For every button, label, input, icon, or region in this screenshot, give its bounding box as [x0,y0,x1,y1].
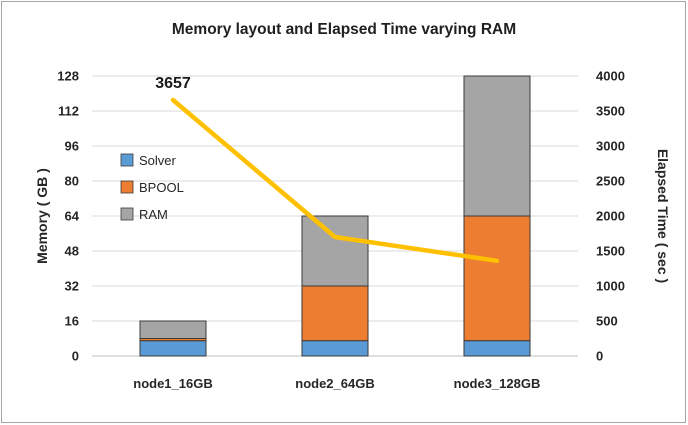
legend-label: RAM [139,207,168,222]
y-tick-label: 128 [57,69,79,84]
elapsed-time-line [170,97,500,264]
y2-tick-label: 2000 [596,209,625,224]
bar-segment [301,340,369,357]
bar-segment [139,320,207,339]
y-tick-label: 112 [58,104,79,119]
x-tick-label: node2_64GB [295,376,374,391]
y2-tick-label: 3000 [596,139,625,154]
line-group [170,97,500,264]
y-tick-label: 80 [65,174,79,189]
y-axis-ticks: 0 16 32 48 64 80 96 112 128 [57,69,79,364]
bar-segment [139,340,207,357]
bar-segment [301,215,369,287]
y2-axis-ticks: 0 500 1000 1500 2000 2500 3000 3500 4000 [596,69,625,364]
bar-segment [463,75,531,217]
y-tick-label: 96 [65,139,79,154]
x-tick-label: node1_16GB [133,376,212,391]
bar-segment [463,340,531,357]
y-tick-label: 16 [65,314,79,329]
data-labels: 3657 [155,75,191,92]
y2-tick-label: 3500 [596,104,625,119]
legend-label: BPOOL [139,180,184,195]
chart-title: Memory layout and Elapsed Time varying R… [172,21,516,38]
y-axis-label: Memory ( GB ) [34,168,50,264]
y2-tick-label: 2500 [596,174,625,189]
y-tick-label: 32 [65,279,79,294]
legend-swatch [120,153,134,167]
y2-tick-label: 0 [596,349,603,364]
data-label: 3657 [155,75,191,92]
y2-tick-label: 1000 [596,279,625,294]
y2-tick-label: 500 [596,314,618,329]
y2-tick-label: 1500 [596,244,625,259]
bar-segment [463,215,531,342]
legend-swatch [120,207,134,221]
bar-group [139,75,531,357]
legend: RAM BPOOL Solver [120,153,184,222]
y2-axis-label: Elapsed Time ( sec ) [655,149,671,283]
x-tick-label: node3_128GB [454,376,541,391]
x-axis-ticks: node1_16GB node2_64GB node3_128GB [133,376,540,391]
bar-segment [301,285,369,342]
y-tick-label: 0 [72,349,79,364]
y2-tick-label: 4000 [596,69,625,84]
legend-label: Solver [139,153,177,168]
y-tick-label: 48 [65,244,79,259]
legend-swatch [120,180,134,194]
y-tick-label: 64 [65,209,80,224]
